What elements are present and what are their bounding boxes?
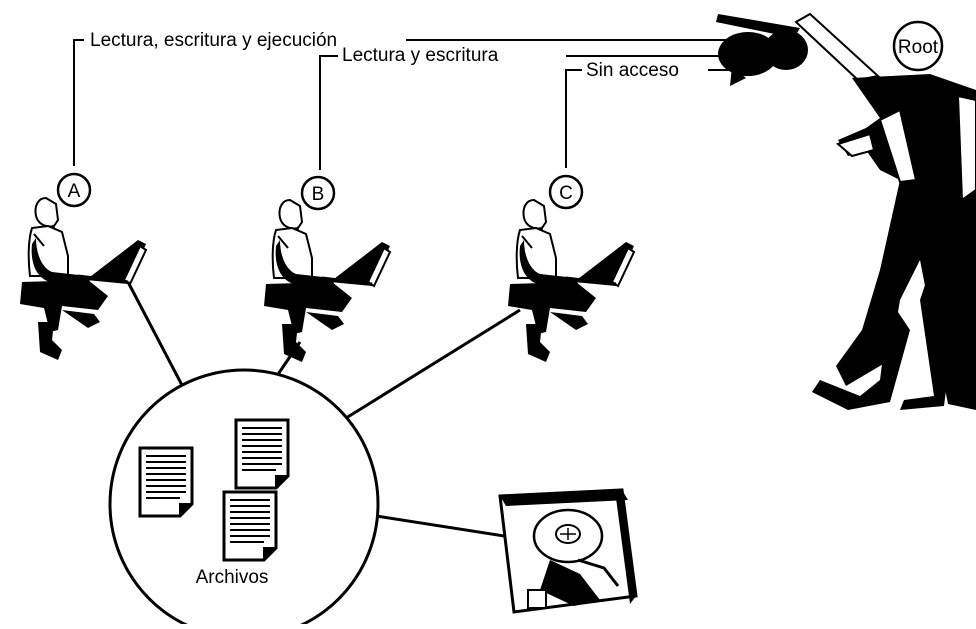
person-at-laptop-icon — [18, 196, 148, 362]
document-icon — [138, 446, 194, 518]
user-c-badge — [548, 174, 584, 210]
user-a-badge — [56, 172, 92, 208]
permission-label-b: Lectura y escritura — [342, 45, 499, 66]
administrator-with-keys-icon — [716, 12, 976, 410]
permission-line-b — [319, 55, 338, 170]
permission-lines — [73, 39, 730, 170]
user-a-label: A — [68, 181, 81, 202]
files-group: Archivos — [108, 368, 380, 629]
root-badge — [892, 20, 944, 72]
permission-label-a: Lectura, escritura y ejecución — [90, 30, 337, 51]
root-label: Root — [898, 37, 939, 58]
connection-c-files — [329, 308, 521, 430]
person-at-laptop-icon — [262, 198, 392, 364]
hard-disk-icon — [498, 488, 638, 614]
permission-line-a — [73, 39, 84, 166]
document-icon — [222, 490, 278, 562]
files-label: Archivos — [196, 567, 269, 588]
user-b-label: B — [312, 184, 325, 205]
permission-line-c — [565, 69, 582, 168]
document-icon — [234, 418, 290, 490]
permission-label-c: Sin acceso — [586, 60, 679, 81]
user-b: B — [262, 175, 392, 364]
person-at-laptop-icon — [506, 198, 636, 364]
user-c-label: C — [559, 183, 573, 204]
user-a: A — [18, 172, 148, 362]
root-figure: Root — [716, 12, 976, 410]
user-c: C — [506, 174, 636, 364]
user-b-badge — [300, 175, 336, 211]
